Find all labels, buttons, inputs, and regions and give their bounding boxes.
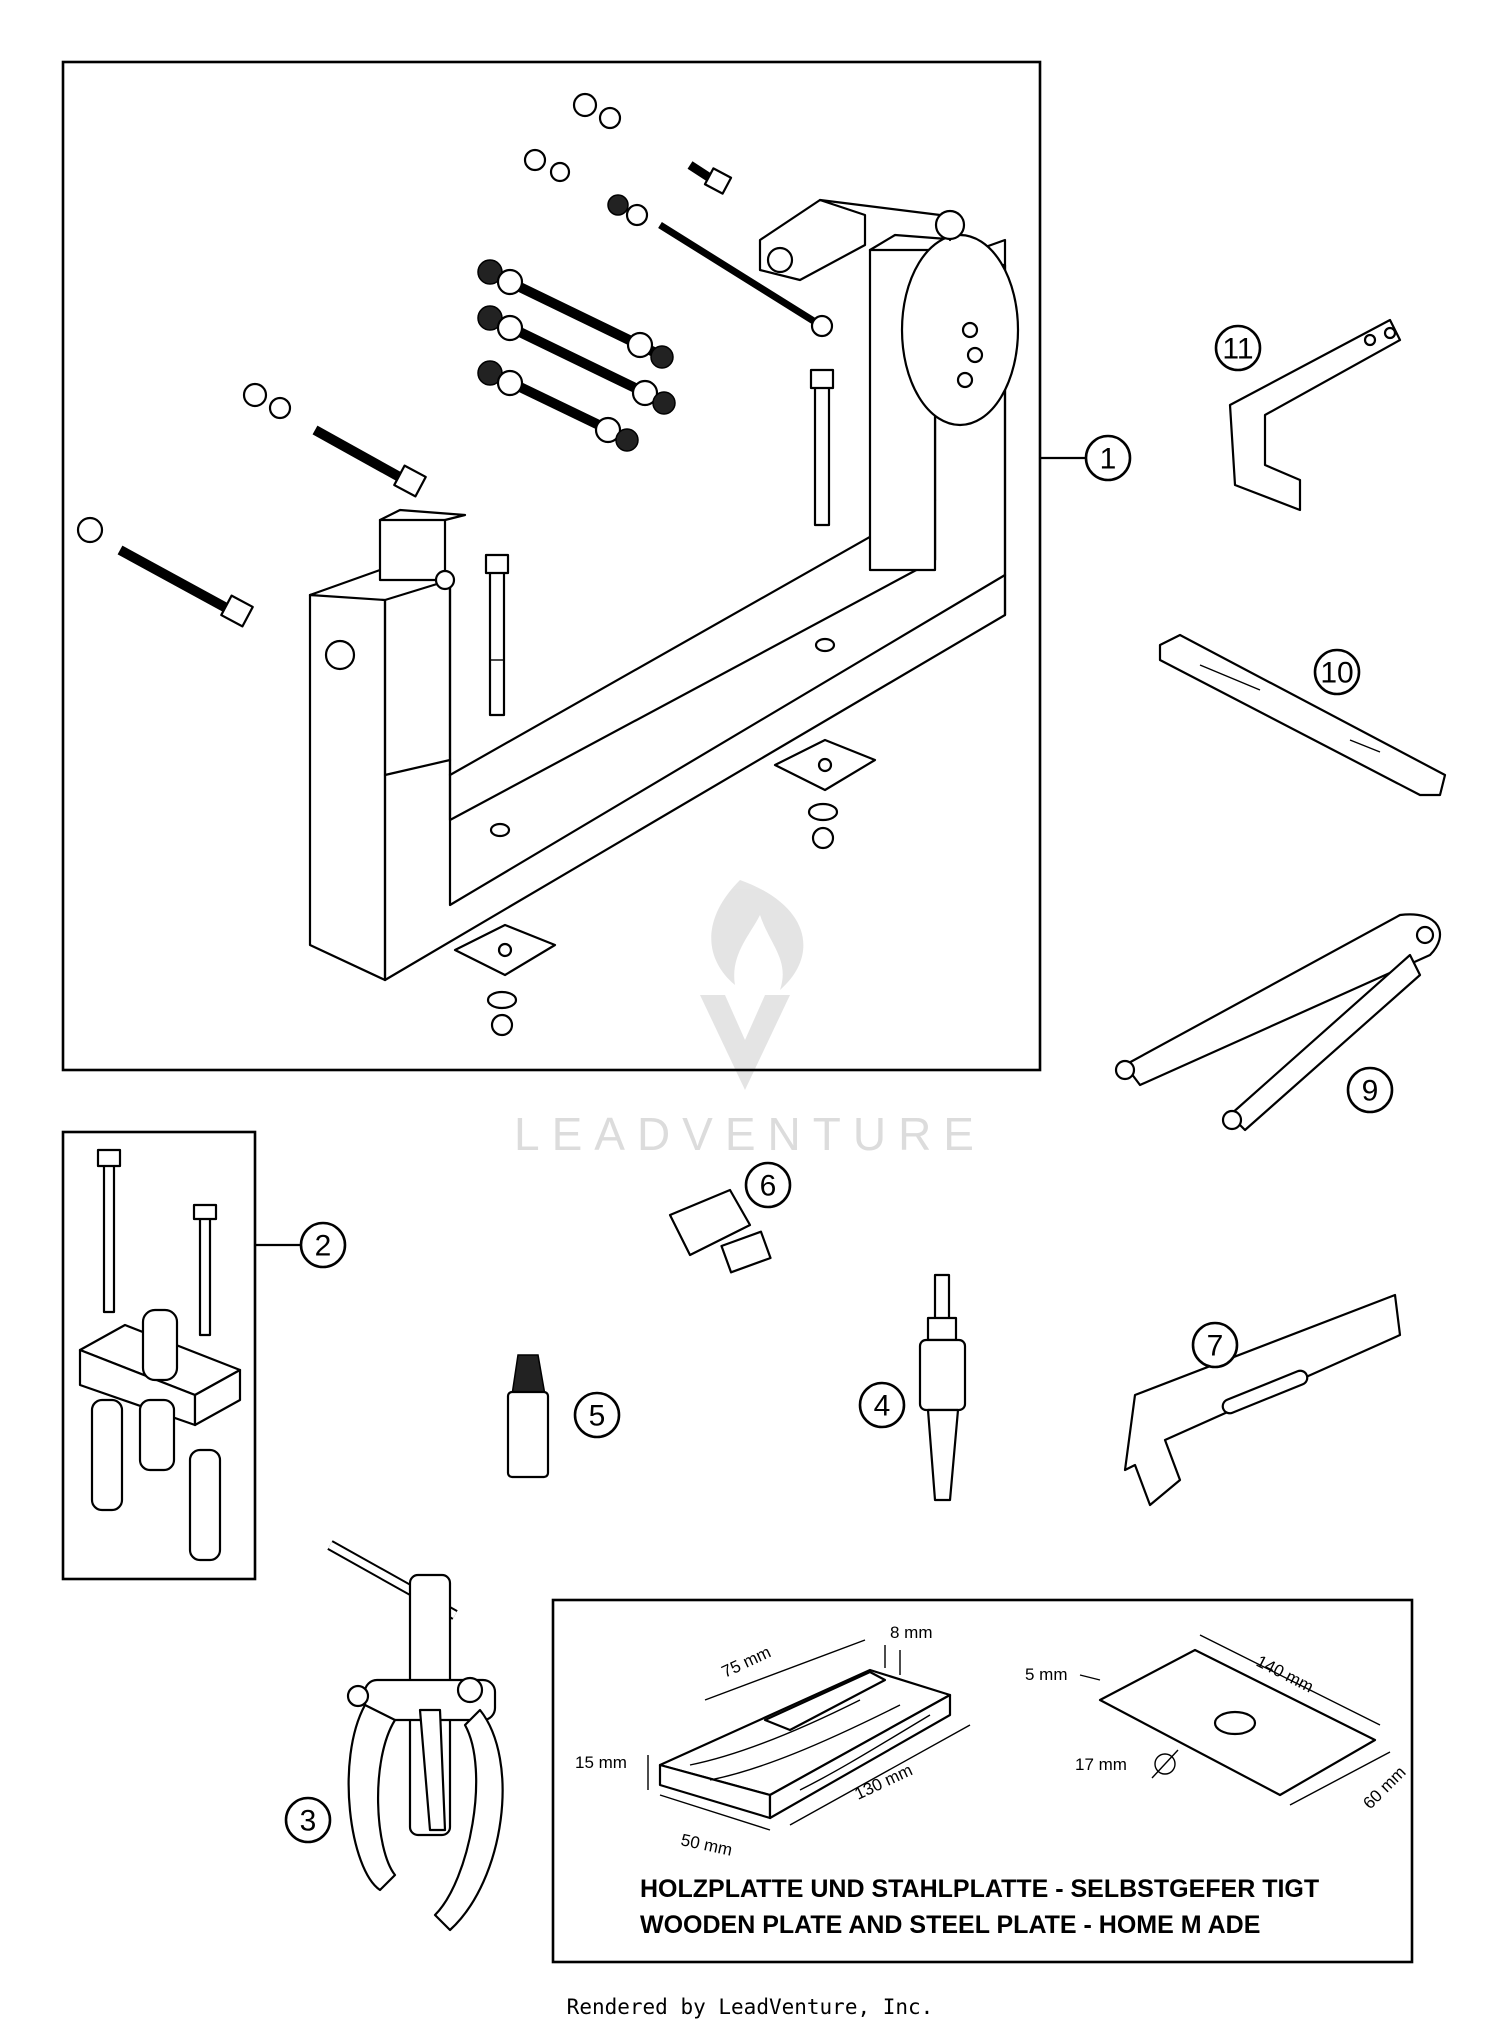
caption-english: WOODEN PLATE AND STEEL PLATE - HOME M AD… — [640, 1911, 1260, 1939]
engine-stand-frame: 1 — [61, 60, 1132, 1072]
steel-dim-17: 17 mm — [1075, 1755, 1127, 1774]
plate-detail-box: 8 mm 75 mm 15 mm 130 mm 50 mm 5 mm 140 m… — [551, 1598, 1414, 1964]
leadventure-watermark: LEADVENTURE — [514, 880, 986, 1160]
wood-dim-50: 50 mm — [679, 1830, 734, 1859]
callout-10: 10 — [1320, 657, 1353, 690]
callout-7: 7 — [1207, 1330, 1224, 1363]
callout-1: 1 — [1100, 443, 1117, 476]
callout-11: 11 — [1222, 333, 1253, 366]
bracket-11: 11 — [1214, 318, 1402, 512]
caption-german: HOLZPLATTE UND STAHLPLATTE - SELBSTGEFER… — [640, 1875, 1319, 1903]
callout-3: 3 — [300, 1805, 317, 1838]
callout-6: 6 — [760, 1170, 777, 1203]
watermark-text: LEADVENTURE — [514, 1108, 986, 1160]
wood-dim-75: 75 mm — [719, 1642, 774, 1681]
wooden-plate: 8 mm 75 mm 15 mm 130 mm 50 mm — [575, 1623, 971, 1860]
steel-dim-60: 60 mm — [1359, 1763, 1409, 1813]
wood-dim-8: 8 mm — [890, 1623, 933, 1642]
callout-2: 2 — [315, 1230, 332, 1263]
footer-credit: Rendered by LeadVenture, Inc. — [566, 1995, 934, 2019]
steel-plate: 5 mm 140 mm 17 mm 60 mm — [1025, 1634, 1410, 1813]
callout-5: 5 — [589, 1400, 606, 1433]
gauge-10: 10 — [1158, 633, 1447, 797]
hook-wrench-7: 7 — [1123, 1293, 1402, 1507]
pin-spanner-9: 9 — [1114, 913, 1441, 1132]
callout-4: 4 — [874, 1390, 891, 1423]
callout-9: 9 — [1362, 1075, 1379, 1108]
puller-kit-2: 2 — [61, 1130, 347, 1581]
wood-dim-15: 15 mm — [575, 1753, 627, 1772]
loctite-bottle-5: 5 — [506, 1354, 621, 1479]
adapter-6: 6 — [668, 1161, 792, 1274]
puller-3: 3 — [284, 1540, 504, 1932]
steel-dim-5: 5 mm — [1025, 1665, 1068, 1684]
slide-hammer-4: 4 — [858, 1273, 967, 1502]
